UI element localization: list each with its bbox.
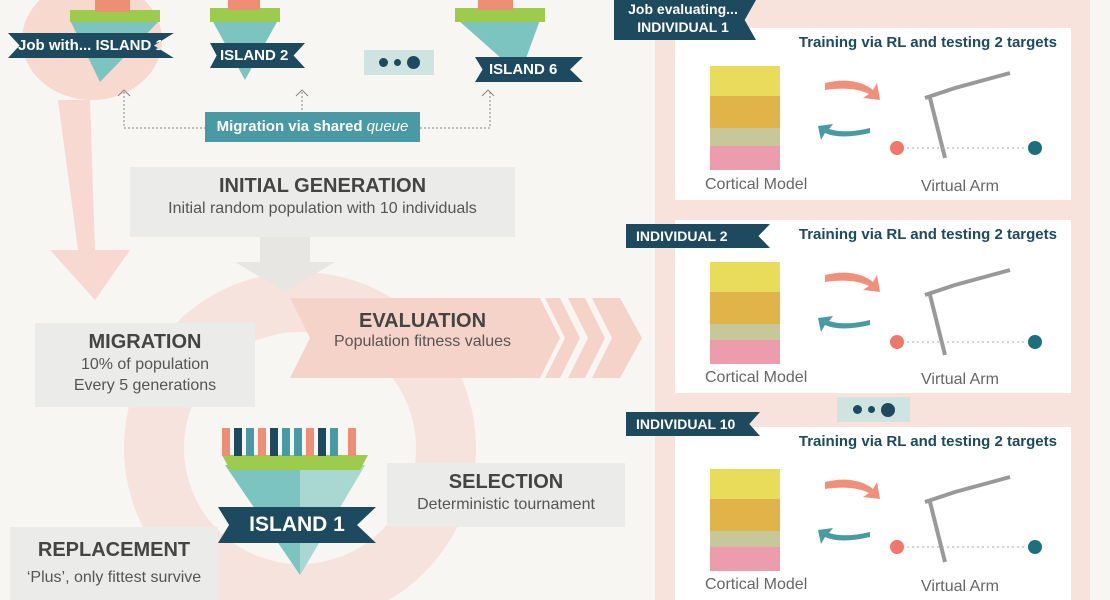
card-title: Training via RL and testing 2 targets xyxy=(798,34,1057,51)
virtual-arm-image xyxy=(924,268,1011,356)
migration-title: MIGRATION xyxy=(88,331,202,353)
evaluation-step: EVALUATION Population fitness values xyxy=(310,310,535,351)
feedback-arrow-icon xyxy=(818,316,870,332)
initial-generation-title: INITIAL GENERATION xyxy=(218,175,427,197)
individual-1-label: Job evaluating... INDIVIDUAL 1 xyxy=(614,0,756,40)
card-title: Training via RL and testing 2 targets xyxy=(798,226,1057,243)
island-6-label: ISLAND 6 xyxy=(475,57,583,82)
center-island-label: ISLAND 1 xyxy=(218,507,376,543)
individual-1-text: INDIVIDUAL 1 xyxy=(637,19,729,35)
individual-10-label: INDIVIDUAL 10 xyxy=(626,412,760,436)
migration-line-2: Every 5 generations xyxy=(73,377,217,394)
selection-title: SELECTION xyxy=(448,471,564,493)
evaluation-title: EVALUATION xyxy=(358,310,487,332)
evaluation-chevron xyxy=(290,298,560,378)
virtual-arm-label: Virtual Arm xyxy=(921,578,999,595)
training-loop-graphic xyxy=(710,469,1042,571)
more-islands-ellipsis xyxy=(364,50,434,75)
migration-dotted-lines xyxy=(123,92,491,129)
target-left-icon xyxy=(890,335,904,349)
replacement-subtitle: ‘Plus’, only fittest survive xyxy=(26,569,202,586)
target-right-icon xyxy=(1028,141,1042,155)
feedback-arrow-icon xyxy=(818,528,870,544)
up-arrowheads xyxy=(117,89,495,97)
migration-box: MIGRATION 10% of population Every 5 gene… xyxy=(35,323,255,407)
chevron-stripe xyxy=(568,298,605,378)
chevron-stripe xyxy=(545,298,580,378)
virtual-arm-image xyxy=(924,71,1011,159)
virtual-arm-label: Virtual Arm xyxy=(921,178,999,195)
forward-arrow-icon xyxy=(825,80,880,100)
target-left-icon xyxy=(890,540,904,554)
cortical-model-image xyxy=(710,262,780,364)
virtual-arm-label: Virtual Arm xyxy=(921,371,999,388)
island-2-label: ISLAND 2 xyxy=(210,43,305,68)
chevron-stripe xyxy=(592,298,642,378)
job-evaluating-text: Job evaluating... xyxy=(628,1,738,17)
cortical-model-label: Cortical Model xyxy=(705,576,808,593)
selection-subtitle: Deterministic tournament xyxy=(417,496,595,513)
card-title: Training via RL and testing 2 targets xyxy=(798,433,1057,450)
training-loop-graphic xyxy=(710,262,1042,364)
target-right-icon xyxy=(1028,335,1042,349)
replacement-title: REPLACEMENT xyxy=(37,539,191,561)
virtual-arm-image xyxy=(924,475,1011,563)
forward-arrow-icon xyxy=(825,272,880,292)
individual-1-card: Training via RL and testing 2 targets Co… xyxy=(675,28,1071,200)
cortical-model-image xyxy=(710,469,780,571)
migration-queue-text: Migration via shared xyxy=(216,118,367,135)
replacement-box: REPLACEMENT ‘Plus’, only fittest survive xyxy=(10,527,218,600)
feedback-arrow-icon xyxy=(818,124,870,140)
evaluation-subtitle: Population fitness values xyxy=(334,333,511,350)
cortical-model-image xyxy=(710,66,780,170)
cortical-model-label: Cortical Model xyxy=(705,176,808,193)
individual-2-card: Training via RL and testing 2 targets Co… xyxy=(675,220,1071,393)
migration-line-1: 10% of population xyxy=(80,356,210,373)
initial-generation-subtitle: Initial random population with 10 indivi… xyxy=(168,200,477,217)
migration-queue-box: Migration via shared queue xyxy=(205,112,420,142)
individual-2-label: INDIVIDUAL 2 xyxy=(626,224,770,248)
population-icons xyxy=(222,428,356,456)
individual-10-card: Training via RL and testing 2 targets Co… xyxy=(675,427,1071,600)
initial-generation-box: INITIAL GENERATION Initial random popula… xyxy=(130,167,515,237)
forward-arrow-icon xyxy=(825,479,880,499)
down-arrow-left xyxy=(50,100,130,300)
more-individuals-ellipsis xyxy=(837,397,910,422)
training-loop-graphic xyxy=(710,66,1042,170)
selection-box: SELECTION Deterministic tournament xyxy=(387,463,625,527)
cycle-background xyxy=(22,0,642,600)
cortical-model-label: Cortical Model xyxy=(705,369,808,386)
down-arrow-initial xyxy=(235,237,335,292)
target-left-icon xyxy=(890,141,904,155)
island-1-label: Job with... ISLAND 1 xyxy=(8,33,174,58)
island-2-icon xyxy=(210,0,280,80)
target-right-icon xyxy=(1028,540,1042,554)
queue-word: queue xyxy=(366,118,409,135)
